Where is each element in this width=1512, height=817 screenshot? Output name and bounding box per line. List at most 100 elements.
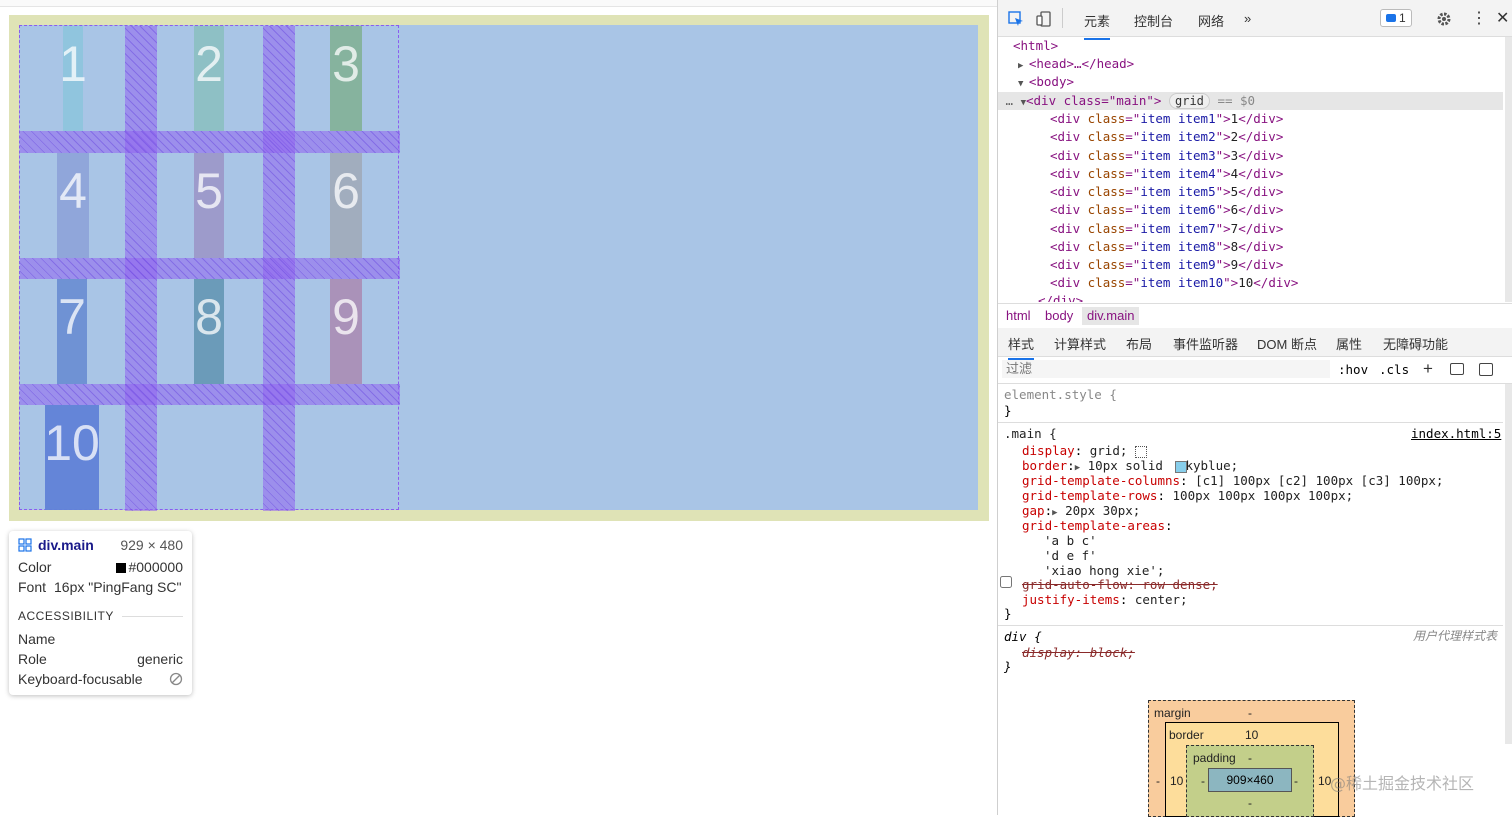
- grid-overlay: 1 2 3 4 5 6 7 8 9 10: [19, 25, 400, 511]
- grid-item-4: 4: [57, 153, 89, 258]
- rule-border[interactable]: border:▶ 10px solid skyblue;: [1022, 458, 1239, 473]
- padding-right-value[interactable]: -: [1294, 774, 1298, 788]
- padding-bottom-value[interactable]: -: [1248, 796, 1252, 810]
- subtab-layout[interactable]: 布局: [1126, 337, 1153, 352]
- subtab-properties[interactable]: 属性: [1336, 337, 1363, 352]
- ua-rule-display: display: block;: [1022, 645, 1135, 660]
- main-selector[interactable]: .main {: [1004, 426, 1057, 441]
- tooltip-font-value: 16px "PingFang SC": [54, 579, 182, 595]
- border-right-value[interactable]: 10: [1318, 774, 1332, 788]
- sidebar-toggle-icon[interactable]: [1479, 363, 1493, 376]
- dom-child[interactable]: <div class="item item2">2</div>: [1050, 129, 1284, 144]
- dom-child[interactable]: <div class="item item9">9</div>: [1050, 257, 1284, 272]
- tab-elements[interactable]: 元素: [1084, 11, 1111, 40]
- padding-left-value[interactable]: -: [1201, 774, 1205, 788]
- tooltip-name-label: Name: [18, 631, 56, 647]
- subtab-styles[interactable]: 样式: [1008, 334, 1035, 360]
- margin-top-value[interactable]: -: [1248, 706, 1252, 720]
- subtab-dom-breakpoints[interactable]: DOM 断点: [1257, 337, 1317, 352]
- styles-scrollbar[interactable]: [1505, 384, 1512, 744]
- dom-child[interactable]: <div class="item item6">6</div>: [1050, 202, 1284, 217]
- box-model-content[interactable]: 909×460: [1208, 768, 1292, 792]
- close-icon[interactable]: ✕: [1496, 10, 1510, 27]
- rule-separator: [998, 422, 1503, 423]
- paint-icon[interactable]: [1450, 363, 1464, 375]
- dom-main-selected[interactable]: … ▼<div class="main"> grid == $0: [998, 92, 1503, 110]
- kebab-menu-icon[interactable]: ⋮: [1471, 10, 1487, 27]
- rule-grid-template-areas[interactable]: grid-template-areas:: [1022, 518, 1173, 533]
- not-allowed-icon: [169, 672, 183, 686]
- dom-head[interactable]: ▶ <head>…</head>: [1018, 56, 1135, 71]
- breadcrumb-div-main[interactable]: div.main: [1082, 307, 1140, 325]
- dom-child[interactable]: <div class="item item5">5</div>: [1050, 184, 1284, 199]
- padding-top-value[interactable]: -: [1248, 751, 1252, 765]
- subtab-event-listeners[interactable]: 事件监听器: [1173, 337, 1239, 352]
- dom-child[interactable]: <div class="item item4">4</div>: [1050, 166, 1284, 181]
- grid-item-10: 10: [44, 405, 100, 510]
- rule-toggle-checkbox[interactable]: [1000, 576, 1012, 588]
- user-agent-label: 用户代理样式表: [1413, 629, 1498, 643]
- dom-child[interactable]: <div class="item item3">3</div>: [1050, 148, 1284, 163]
- subtab-computed[interactable]: 计算样式: [1054, 337, 1107, 352]
- styles-subtabs: 样式 计算样式 布局 事件监听器 DOM 断点 属性 无障碍功能: [998, 328, 1512, 360]
- rule-grid-template-rows[interactable]: grid-template-rows: 100px 100px 100px 10…: [1022, 488, 1354, 503]
- styles-pane: element.style { } .main { index.html:5 d…: [998, 384, 1503, 674]
- rule-display[interactable]: display: grid;: [1022, 443, 1147, 458]
- div-close: }: [1004, 659, 1012, 674]
- dom-body[interactable]: ▼ <body>: [1018, 74, 1074, 89]
- margin-label: margin: [1154, 706, 1191, 720]
- toolbar-divider: [1062, 8, 1063, 28]
- dom-child[interactable]: <div class="item item8">8</div>: [1050, 239, 1284, 254]
- row-gap-2: [20, 258, 400, 279]
- filter-input[interactable]: [1002, 360, 1330, 378]
- grid-item-1: 1: [59, 26, 87, 131]
- dom-scrollbar[interactable]: [1505, 37, 1512, 302]
- color-swatch-skyblue[interactable]: [1175, 461, 1187, 473]
- breadcrumb-html[interactable]: html: [1006, 308, 1031, 323]
- element-style-selector[interactable]: element.style {: [1004, 387, 1117, 402]
- rule-grid-template-columns[interactable]: grid-template-columns: [c1] 100px [c2] 1…: [1022, 473, 1444, 488]
- rule-separator: [998, 625, 1503, 626]
- margin-left-value[interactable]: -: [1156, 774, 1160, 788]
- dom-close-div[interactable]: </div>: [1038, 293, 1084, 302]
- row-gap-3: [20, 384, 400, 405]
- grid-item-8: 8: [194, 279, 224, 384]
- gear-icon[interactable]: [1436, 11, 1452, 27]
- area-row-2: 'd e f': [1044, 548, 1097, 563]
- tooltip-focus-label: Keyboard-focusable: [18, 671, 143, 687]
- dom-tree[interactable]: <html> ▶ <head>…</head> ▼ <body> … ▼<div…: [998, 37, 1503, 302]
- border-label: border: [1169, 728, 1204, 742]
- cls-button[interactable]: .cls: [1379, 362, 1410, 377]
- rule-justify-items[interactable]: justify-items: center;: [1022, 592, 1188, 607]
- watermark: @稀土掘金技术社区: [1330, 774, 1475, 793]
- tab-network[interactable]: 网络: [1198, 14, 1225, 29]
- hov-button[interactable]: :hov: [1338, 362, 1369, 377]
- breadcrumb-body[interactable]: body: [1045, 308, 1074, 323]
- color-swatch: [116, 563, 127, 574]
- device-toggle-icon[interactable]: [1036, 11, 1052, 27]
- rule-grid-auto-flow-disabled[interactable]: grid-auto-flow: row dense;: [1022, 577, 1218, 592]
- eq-var: == $0: [1217, 93, 1256, 108]
- devtools-panel: 元素 控制台 网络 » 1 ⋮ ✕ <html> ▶ <head>…</head…: [997, 0, 1512, 817]
- more-tabs-button[interactable]: »: [1244, 11, 1252, 26]
- page-viewport: 1 2 3 4 5 6 7 8 9 10 div.main: [0, 6, 997, 687]
- dom-child[interactable]: <div class="item item10">10</div>: [1050, 275, 1299, 290]
- border-top-value[interactable]: 10: [1245, 728, 1259, 742]
- issues-icon: [1386, 14, 1396, 22]
- dom-child[interactable]: <div class="item item7">7</div>: [1050, 221, 1284, 236]
- div-selector[interactable]: div {: [1004, 629, 1042, 644]
- subtab-accessibility[interactable]: 无障碍功能: [1383, 337, 1449, 352]
- tab-console[interactable]: 控制台: [1134, 14, 1174, 29]
- border-left-value[interactable]: 10: [1170, 774, 1184, 788]
- rule-gap[interactable]: gap:▶ 20px 30px;: [1022, 503, 1141, 518]
- grid-editor-icon[interactable]: [1134, 445, 1147, 458]
- new-rule-icon[interactable]: +: [1423, 359, 1433, 378]
- dom-child[interactable]: <div class="item item1">1</div>: [1050, 111, 1284, 126]
- dom-html[interactable]: <html>: [1013, 38, 1059, 53]
- grid-item-2: 2: [194, 26, 224, 131]
- grid-item-5: 5: [194, 153, 224, 258]
- inspect-icon[interactable]: [1008, 11, 1024, 27]
- source-link[interactable]: index.html:5: [1411, 426, 1502, 441]
- issues-badge[interactable]: 1: [1380, 9, 1412, 27]
- grid-badge[interactable]: grid: [1169, 93, 1210, 109]
